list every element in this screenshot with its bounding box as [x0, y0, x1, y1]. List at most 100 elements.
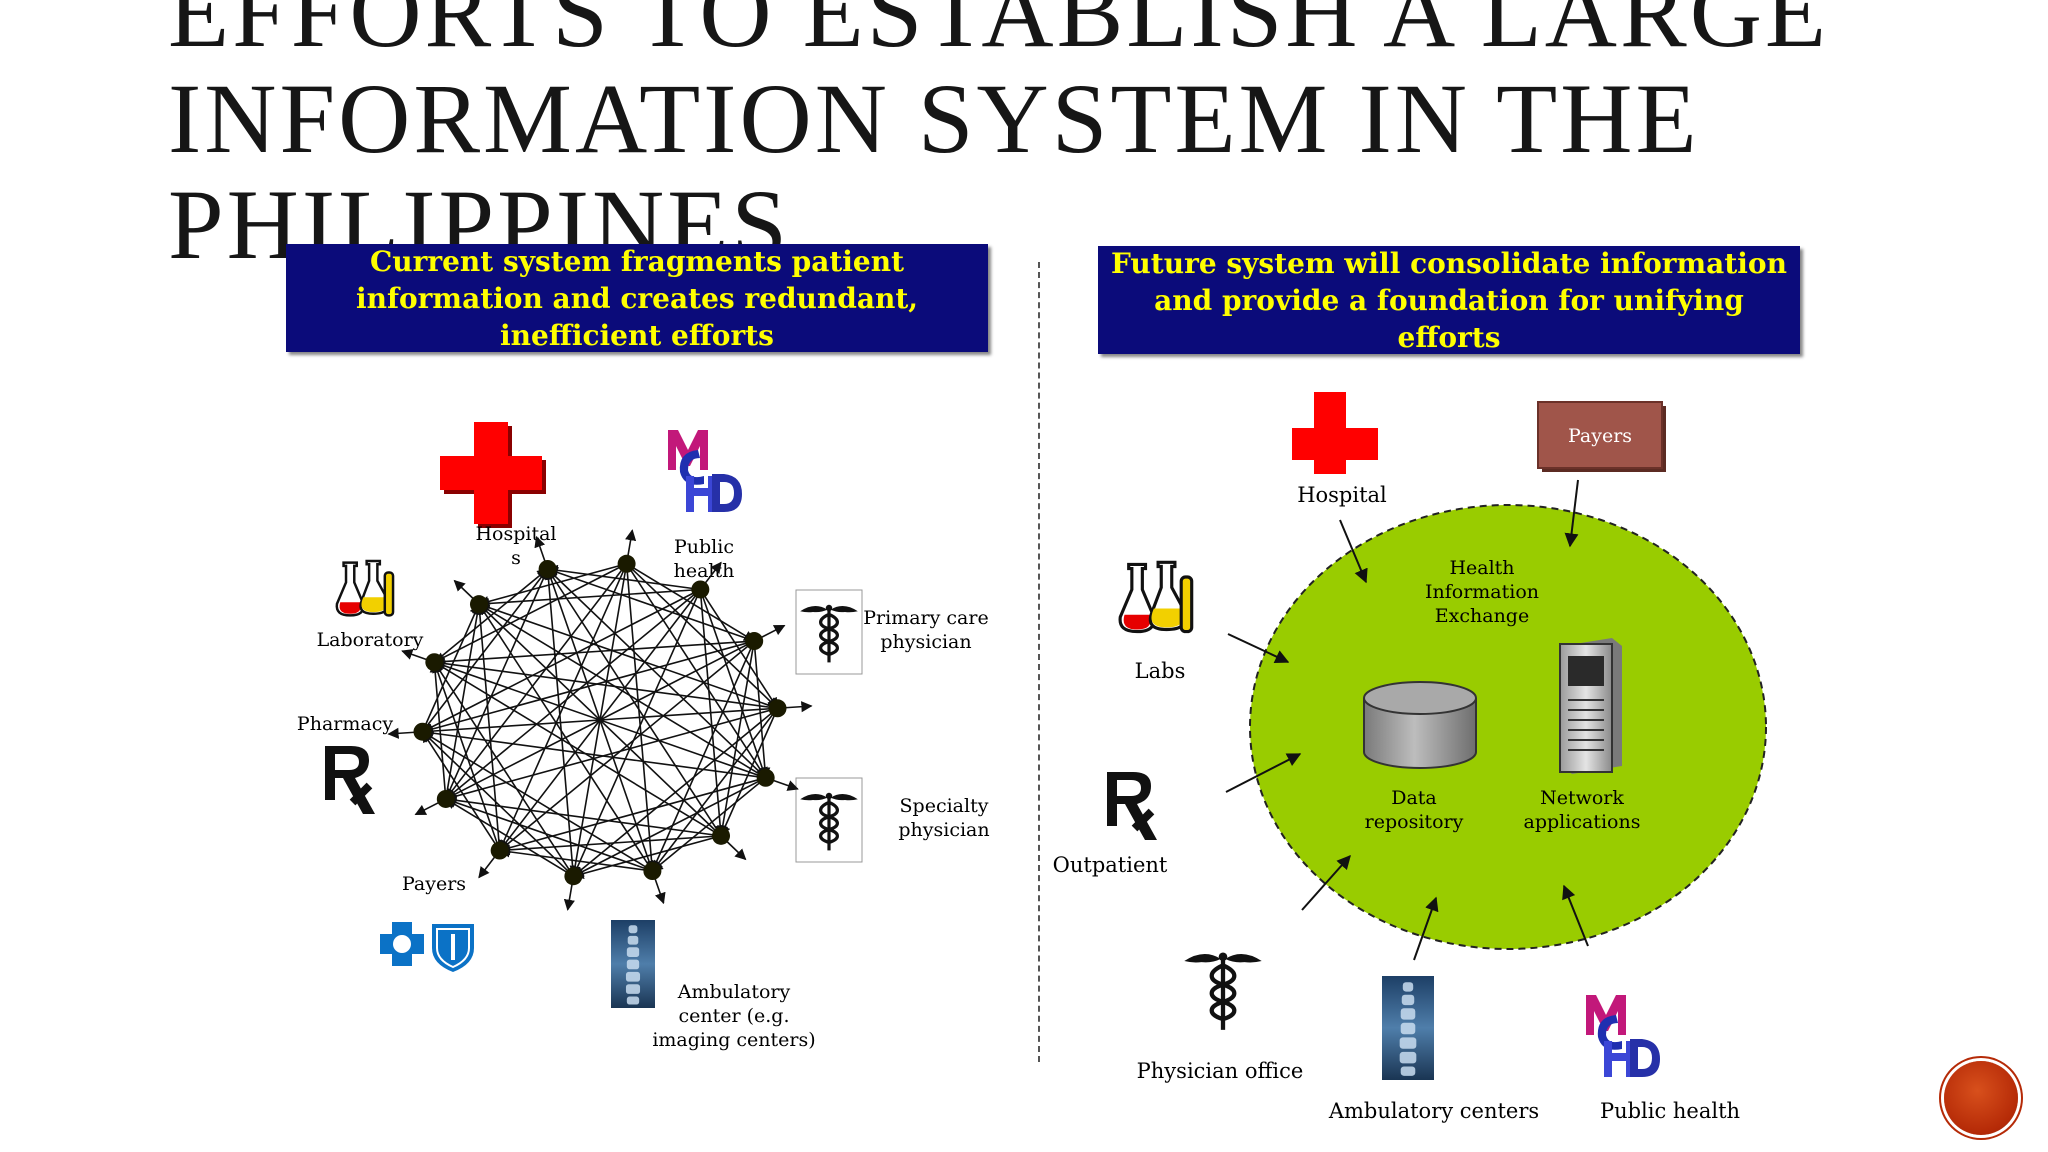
label-specialty-2: physician: [898, 819, 989, 841]
fragment-node-6: [643, 861, 662, 880]
fragment-link-10: [699, 589, 768, 779]
label-public-health-1: Public: [674, 536, 734, 558]
payers-box: Payers: [1537, 401, 1666, 472]
fragment-link-55: [421, 730, 501, 851]
fragment-link-50: [545, 567, 654, 872]
label-ambulatory-1: Ambulatory: [677, 981, 791, 1003]
fragment-node-9: [436, 789, 455, 808]
payers-blue-cross-shield-icon: [380, 922, 474, 972]
label-public-health-2: health: [674, 560, 735, 582]
fragment-link-63: [433, 568, 549, 663]
fragment-link-56: [432, 661, 501, 851]
label-hospitals-suffix: s: [511, 547, 521, 569]
label-data-repository-2: repository: [1365, 811, 1464, 833]
fragment-link-53: [433, 661, 575, 877]
health-information-exchange-ellipse: [1249, 504, 1767, 950]
fragment-node-12: [469, 595, 488, 614]
fragment-node-1: [691, 580, 710, 599]
label-pharmacy: Pharmacy: [297, 713, 393, 735]
banner-current-system: Current system fragments patient informa…: [286, 244, 988, 352]
arrow-payers-to-hie: [1564, 479, 1579, 548]
panel-divider: [1038, 262, 1040, 1062]
network-server-icon: [1559, 638, 1622, 774]
fragment-link-45: [546, 568, 722, 837]
fragment-link-52: [421, 730, 574, 877]
label-hie-1: Health: [1449, 557, 1514, 579]
fragment-link-48: [421, 731, 653, 872]
fragment-link-32: [477, 602, 778, 710]
arrow-labs-to-hie: [1227, 633, 1290, 664]
labs-flasks-icon: [1118, 560, 1194, 634]
fragment-link-58: [429, 661, 447, 800]
pharmacy-rx-icon: [325, 746, 375, 814]
outpatient-rx-icon: [1107, 772, 1157, 840]
fragment-node-3: [768, 699, 787, 718]
physician-office-caduceus-icon: [1184, 952, 1261, 1029]
label-public-health-right: Public health: [1600, 1099, 1740, 1123]
label-labs: Labs: [1135, 659, 1186, 683]
fragment-link-60: [445, 567, 549, 800]
hospital-cross-icon: [440, 422, 546, 528]
label-payers-left: Payers: [402, 873, 466, 895]
fragment-link-6: [445, 563, 628, 800]
public-health-logo-icon: [668, 430, 742, 512]
hospital-cross-icon-right: [1292, 392, 1378, 474]
label-hospitals: Hospital: [475, 523, 556, 545]
label-hie-2: Information: [1425, 581, 1539, 603]
fragment-link-49: [478, 603, 654, 872]
fragment-node-5: [712, 826, 731, 845]
fragment-link-41: [498, 835, 722, 856]
fragment-link-38: [478, 603, 767, 779]
fragment-link-61: [421, 603, 481, 733]
label-data-repository-1: Data: [1391, 787, 1437, 809]
fragment-link-1: [626, 563, 779, 710]
arrow-public-health-to-hie: [1562, 884, 1589, 947]
fragmented-network: [387, 529, 813, 911]
label-network-apps-1: Network: [1540, 787, 1624, 809]
payers-box-label: Payers: [1568, 425, 1632, 447]
fragment-node-7: [564, 867, 583, 886]
fragment-link-19: [717, 640, 755, 837]
label-primary-care-1: Primary care: [863, 607, 988, 629]
fragment-link-27: [651, 707, 779, 872]
label-outpatient: Outpatient: [1053, 853, 1168, 877]
fragment-link-57: [474, 603, 501, 851]
public-health-logo-icon-right: [1586, 995, 1660, 1077]
slide-title: Efforts to establish a large information…: [168, 0, 1830, 280]
fragment-node-0: [617, 554, 636, 573]
banner-future-system: Future system will consolidate informati…: [1098, 246, 1800, 354]
label-ambulatory-2: center (e.g.: [678, 1005, 789, 1027]
fragment-link-36: [421, 727, 766, 779]
specialty-caduceus-icon: [795, 777, 863, 863]
fragment-link-39: [546, 568, 767, 779]
fragment-node-4: [756, 768, 775, 787]
fragment-link-16: [477, 588, 701, 610]
fragment-node-2: [745, 632, 764, 651]
fragment-link-24: [433, 640, 755, 668]
arrow-outpatient-to-hie: [1225, 753, 1302, 793]
fragment-link-15: [421, 588, 701, 733]
label-ambulatory-centers: Ambulatory centers: [1328, 1099, 1539, 1123]
fragment-link-17: [546, 564, 701, 591]
label-ambulatory-3: imaging centers): [652, 1029, 815, 1051]
data-repository-cylinder-icon: [1363, 681, 1477, 769]
laboratory-flasks-icon: [335, 559, 395, 617]
fragment-link-43: [433, 661, 722, 837]
label-primary-care-2: physician: [880, 631, 971, 653]
fragment-link-51: [444, 798, 574, 877]
label-physician-office: Physician office: [1137, 1059, 1304, 1083]
fragment-link-42: [444, 794, 722, 837]
fragment-link-25: [546, 567, 755, 642]
fragment-link-59: [445, 603, 483, 800]
label-network-apps-2: applications: [1524, 811, 1641, 833]
label-laboratory: Laboratory: [317, 629, 424, 651]
fragment-node-13: [538, 560, 557, 579]
slide-nav-button[interactable]: [1944, 1061, 2018, 1135]
arrow-physician-to-hie: [1301, 854, 1351, 911]
fragment-link-47: [444, 796, 653, 872]
fragment-link-7: [433, 563, 627, 663]
ambulatory-centers-xray-icon: [1382, 976, 1434, 1080]
arrow-hospital-to-hie: [1339, 519, 1368, 584]
fragment-link-54: [542, 567, 575, 877]
